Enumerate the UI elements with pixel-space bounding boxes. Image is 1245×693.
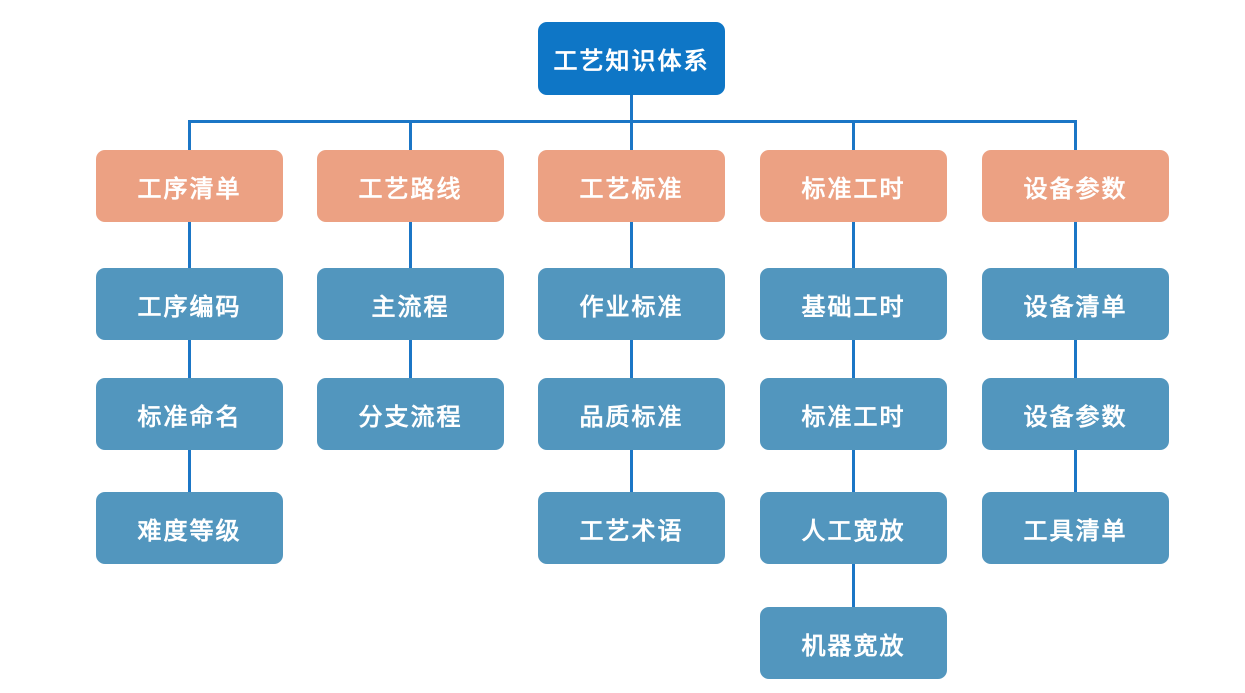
root-node: 工艺知识体系 [538,22,725,95]
leaf-node-3-1-label: 作业标准 [579,293,684,321]
branch-header-2-label: 工艺路线 [358,175,463,203]
leaf-node-1-1-label: 工序编码 [137,293,242,321]
leaf-node-5-1-label: 设备清单 [1023,293,1128,321]
leaf-node-4-4-label: 机器宽放 [801,632,906,660]
leaf-node-1-2-label: 标准命名 [137,403,242,431]
leaf-node-4-2: 标准工时 [760,378,947,450]
leaf-node-2-2-label: 分支流程 [358,403,463,431]
connector-root-stem [630,92,633,123]
branch-header-4: 标准工时 [760,150,947,222]
leaf-node-3-3: 工艺术语 [538,492,725,564]
leaf-node-4-1: 基础工时 [760,268,947,340]
leaf-node-2-1-label: 主流程 [371,293,450,321]
leaf-node-1-3-label: 难度等级 [137,517,242,545]
leaf-node-4-3: 人工宽放 [760,492,947,564]
leaf-node-2-1: 主流程 [317,268,504,340]
branch-header-5: 设备参数 [982,150,1169,222]
branch-header-5-label: 设备参数 [1023,175,1128,203]
root-node-label: 工艺知识体系 [553,48,710,75]
branch-header-1-label: 工序清单 [137,175,242,203]
branch-header-4-label: 标准工时 [801,175,906,203]
leaf-node-3-1: 作业标准 [538,268,725,340]
leaf-node-1-2: 标准命名 [96,378,283,450]
leaf-node-4-2-label: 标准工时 [801,403,906,431]
leaf-node-1-3: 难度等级 [96,492,283,564]
leaf-node-5-2-label: 设备参数 [1023,403,1128,431]
leaf-node-5-3-label: 工具清单 [1023,517,1128,545]
leaf-node-3-3-label: 工艺术语 [579,517,684,545]
leaf-node-3-2-label: 品质标准 [579,403,684,431]
leaf-node-5-3: 工具清单 [982,492,1169,564]
leaf-node-4-4: 机器宽放 [760,607,947,679]
leaf-node-5-2: 设备参数 [982,378,1169,450]
branch-header-3-label: 工艺标准 [579,175,684,203]
branch-header-2: 工艺路线 [317,150,504,222]
leaf-node-2-2: 分支流程 [317,378,504,450]
connector-column-2 [409,120,412,414]
leaf-node-5-1: 设备清单 [982,268,1169,340]
leaf-node-1-1: 工序编码 [96,268,283,340]
leaf-node-4-3-label: 人工宽放 [801,517,906,545]
leaf-node-3-2: 品质标准 [538,378,725,450]
branch-header-3: 工艺标准 [538,150,725,222]
branch-header-1: 工序清单 [96,150,283,222]
leaf-node-4-1-label: 基础工时 [801,293,906,321]
